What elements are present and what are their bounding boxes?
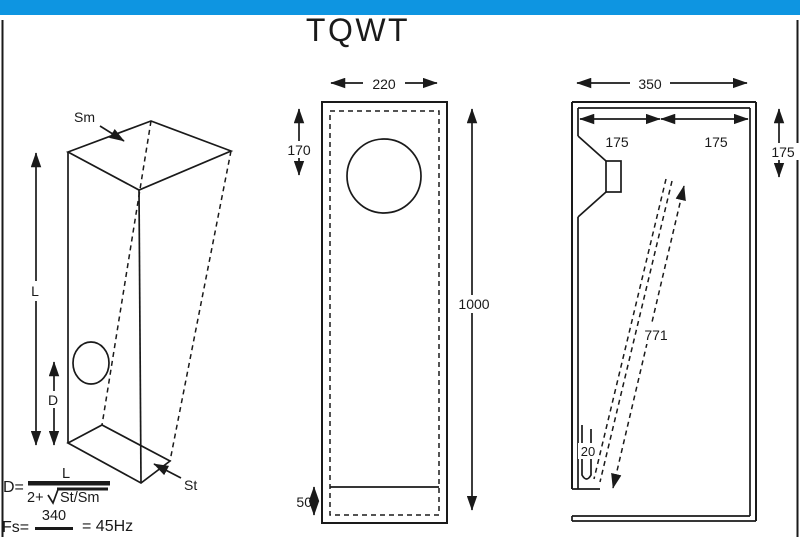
freq-formula-numerator: 340: [42, 508, 66, 524]
side-view: 175 175 350 175 771 20: [571, 74, 799, 522]
back-right-edge-hidden: [169, 150, 232, 462]
mouth-label: Sm: [74, 109, 95, 125]
freq-fraction-bar: [35, 527, 73, 530]
front-center-edge: [138, 189, 142, 484]
driver-height-label-bg: [46, 391, 62, 408]
mouth-arrow: [99, 125, 125, 142]
taper-formula-numerator: L: [62, 466, 70, 482]
back-left-edge-hidden: [101, 120, 152, 426]
driver-offset-label-bg: [286, 141, 312, 158]
depth-label: 350: [638, 76, 662, 92]
width-label: 220: [372, 76, 396, 92]
radical-bar: [57, 487, 108, 491]
driver-offset-label: 170: [287, 142, 311, 158]
depth-label-bg: [630, 74, 670, 92]
front-view: 220 170 1000 50: [286, 74, 493, 524]
height-label-bg: [455, 295, 493, 313]
width-label-bg: [363, 74, 405, 92]
top-inset-label-bg: [768, 143, 799, 160]
freq-formula-result: = 45Hz: [82, 518, 133, 535]
driver-magnet: [605, 160, 622, 193]
taper-radicand: St/Sm: [60, 490, 99, 506]
front-inner-dashed-rect: [329, 110, 440, 516]
throat-gap-label-bg: [578, 443, 599, 459]
perspective-view: Sm St L D: [28, 109, 234, 493]
taper-formula-lhs: D=: [3, 479, 24, 496]
throat-label: St: [184, 477, 197, 493]
height-label: 1000: [458, 296, 489, 312]
line-length-label-bg: [640, 325, 672, 344]
top-accent-bar: [0, 0, 800, 15]
half-depth-label-right: 175: [704, 134, 728, 150]
freq-formula-lhs: Fs=: [2, 519, 29, 536]
throat-bottom-face: [66, 424, 172, 485]
throat-arrow: [153, 463, 182, 479]
length-label: L: [31, 283, 39, 299]
taper-denominator-prefix: 2+: [27, 490, 44, 506]
page-title: TQWT: [306, 12, 410, 48]
radical-sign: [47, 489, 59, 505]
driver-cone-section: [577, 135, 607, 218]
taper-fraction-bar: [28, 481, 110, 486]
front-driver-circle: [346, 138, 422, 214]
top-inset-label: 175: [771, 144, 795, 160]
port-label: 50: [296, 494, 312, 510]
partition-fold: [581, 425, 592, 480]
formula-block: D= L 2+ St/Sm Fs= 340 = 45Hz: [2, 466, 133, 536]
front-outer-rect: [321, 101, 448, 524]
throat-gap-label: 20: [581, 444, 595, 459]
driver-circle: [72, 341, 110, 385]
line-length-label: 771: [644, 327, 668, 343]
length-label-bg: [28, 281, 44, 301]
half-depth-label-left: 175: [605, 134, 629, 150]
driver-height-label: D: [48, 392, 58, 408]
